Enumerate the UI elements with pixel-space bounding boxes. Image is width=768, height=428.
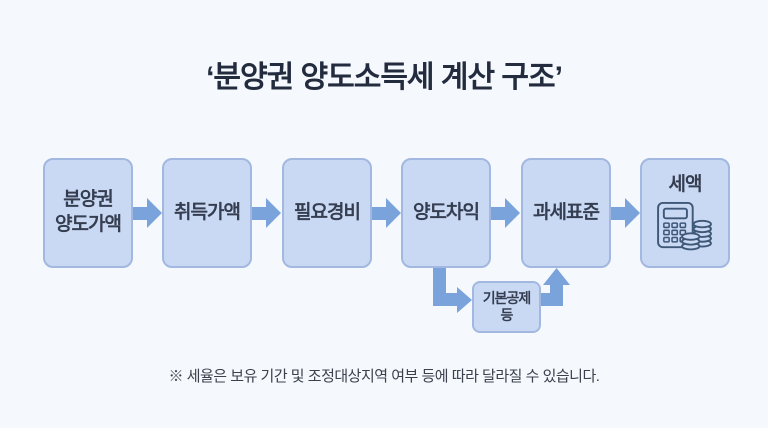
flow-box-acquisition-price: 취득가액 [162,158,252,268]
flow-arrow [133,198,162,228]
arrow-head [386,198,401,228]
flow-arrow [252,198,281,228]
arrow-head [625,198,640,228]
arrow-head [147,198,162,228]
flow-box-label: 취득가액 [174,201,241,223]
flow-arrow [491,198,520,228]
flow-box-label: 분양권 양도가액 [55,189,122,235]
arrow-head [266,198,281,228]
page-title: ‘분양권 양도소득세 계산 구조’ [206,61,563,94]
footnote: ※ 세율은 보유 기간 및 조정대상지역 여부 등에 따라 달라질 수 있습니다… [168,368,600,385]
flow-box-label: 세액 [668,174,703,195]
flow-arrow [372,198,401,228]
flow-box-label: 필요경비 [294,201,361,223]
flow-box-label: 과세표준 [533,201,600,223]
branch-arrow-right-up [541,268,570,306]
arrow-shaft [372,206,386,220]
flow-box-transfer-gain: 양도차익 [401,158,491,268]
flow-box-transfer-price: 분양권 양도가액 [43,158,133,268]
deduction-box-label: 기본공제 등 [482,289,532,324]
flow-box-label: 양도차익 [413,201,480,223]
deduction-box: 기본공제 등 [472,281,541,333]
calculator-coins-icon [657,201,712,251]
arrow-head [505,198,520,228]
arrow-shaft [491,206,505,220]
flow-box-tax-base: 과세표준 [521,158,611,268]
flow-box-necessary-expenses: 필요경비 [282,158,372,268]
flow-arrow [611,198,640,228]
arrow-shaft [133,206,147,220]
arrow-shaft [252,206,266,220]
arrow-shaft [611,206,625,220]
branch-arrow-down-right [433,268,472,313]
flow-box-tax-amount: 세액 [640,158,730,268]
